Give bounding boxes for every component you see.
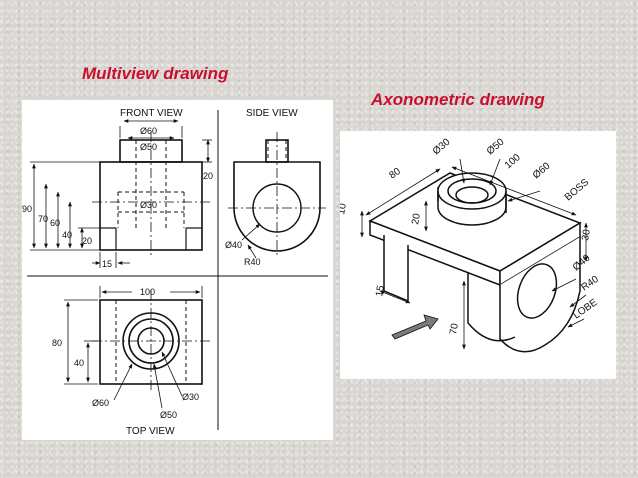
side-dim-r40: R40 [244,257,261,267]
top-view-label: TOP VIEW [126,426,175,437]
front-dim-40: 40 [62,230,72,240]
front-view-label: FRONT VIEW [120,108,183,119]
top-dim-40: 40 [74,358,84,368]
front-dim-15: 15 [102,259,112,269]
side-view-label: SIDE VIEW [246,108,298,119]
front-dim-d30: Ø30 [140,200,157,210]
axo-dim-d50: Ø50 [485,136,507,157]
side-leaders [241,223,261,259]
axo-label-boss: BOSS [563,177,592,204]
side-dim-d40: Ø40 [225,240,242,250]
top-dim-100: 100 [140,287,155,297]
front-dim-70: 70 [38,214,48,224]
top-dim-d60: Ø60 [92,398,109,408]
multiview-title: Multiview drawing [82,64,229,83]
axo-dim-10: 10 [340,202,349,215]
side-centerlines [228,132,326,258]
top-dimensions [64,286,203,409]
axo-dim-30: 30 [580,228,593,241]
front-dimensions [30,119,212,268]
axo-dim-d30: Ø30 [431,136,453,157]
front-dim-d50: Ø50 [140,142,157,152]
axo-dim-15: 15 [374,284,387,297]
axo-dim-r40: R40 [579,274,601,294]
view-direction-arrow [391,314,439,340]
axo-dim-100: 100 [503,152,523,171]
front-dim-60: 60 [50,218,60,228]
axonometric-dimensions [360,158,588,350]
front-dim-90: 90 [22,204,32,214]
front-dim-d60: Ø60 [140,126,157,136]
axonometric-title: Axonometric drawing [371,90,545,109]
front-hidden-lines [117,140,185,228]
top-dim-d30: Ø30 [182,392,199,402]
axo-dim-20: 20 [410,212,423,225]
axo-dim-70: 70 [448,322,461,335]
axonometric-drawing: Ø30 Ø50 100 Ø60 80 BOSS 10 20 30 Ø40 R40… [340,136,601,353]
axo-dim-d60: Ø60 [531,160,553,181]
top-dim-d50: Ø50 [160,410,177,420]
multiview-drawing: FRONT VIEW SIDE VIEW TOP VIEW Ø60 Ø50 Ø3… [22,108,328,437]
multiview-panel: FRONT VIEW SIDE VIEW TOP VIEW Ø60 Ø50 Ø3… [22,100,333,440]
side-hidden-lines [267,140,287,162]
top-dim-80: 80 [52,338,62,348]
axonometric-panel: Ø30 Ø50 100 Ø60 80 BOSS 10 20 30 Ø40 R40… [340,131,616,379]
front-centerlines [92,132,210,258]
front-dim-20b: 20 [82,236,92,246]
axo-dim-80: 80 [387,166,403,182]
top-hidden-lines [115,300,187,384]
top-centerlines [92,290,210,392]
axonometric-body [368,172,582,353]
front-dim-20: 20 [203,171,213,181]
